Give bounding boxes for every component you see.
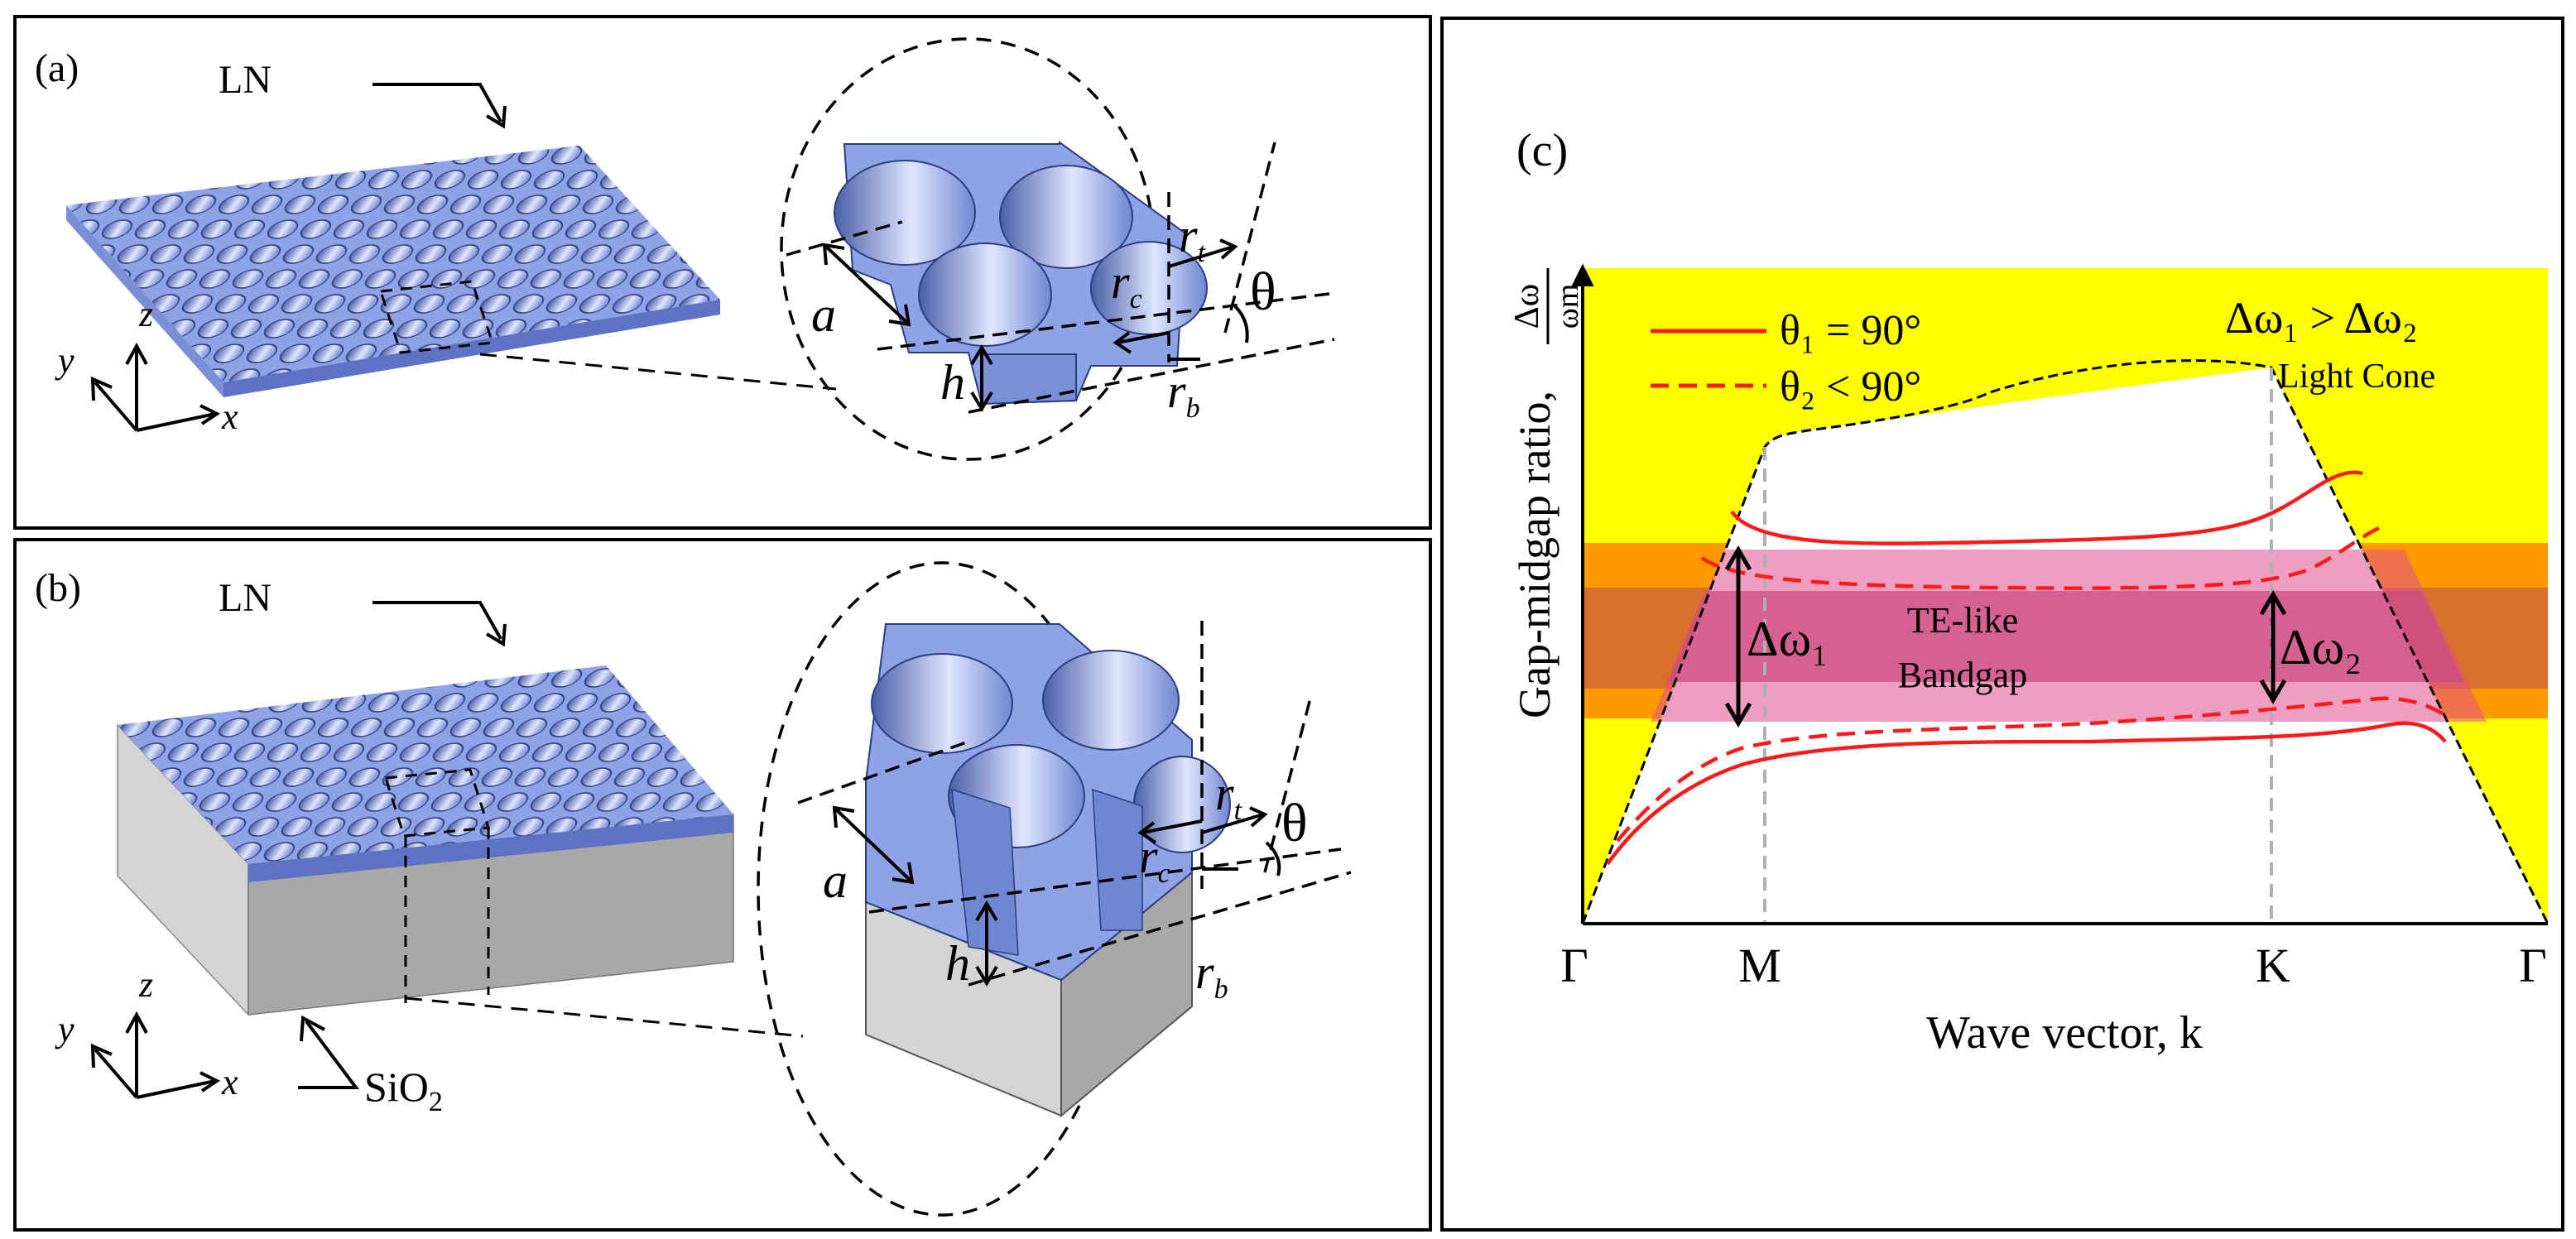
ln-slab-a (66, 146, 720, 397)
x-tick-k: K (2256, 939, 2290, 992)
gap-1-label: Δω₁ (1747, 612, 1829, 666)
param-rt-b: rt (1215, 766, 1243, 826)
ln-pointer-arrow-a (372, 83, 502, 122)
lower-band-theta2 (1616, 696, 2447, 843)
axes-triad-b (90, 1011, 220, 1099)
panel-b-figure: (b) LN z x y SiO2 (35, 561, 1352, 1217)
ln-label-b: LN (219, 576, 272, 620)
y-frac-numerator: Δω (1508, 284, 1546, 329)
axis-y-a: y (55, 340, 74, 381)
upper-band-theta1 (1730, 470, 2363, 545)
gap-relation-label: Δω₁ > Δω₂ (2225, 293, 2418, 343)
axis-z-b: z (138, 964, 153, 1005)
panel-c: (c) θ₁ = 90° θ₂ < 90° Δω₁ > Δω₂ Light Co… (1440, 17, 2564, 1232)
panel-label-a: (a) (35, 46, 79, 90)
lower-band-theta1 (1606, 721, 2447, 866)
ln-film-b (118, 665, 733, 882)
x-tick-m: M (1738, 939, 1781, 992)
param-h-b: h (945, 936, 970, 991)
band-curves (1606, 470, 2447, 866)
panel-label-c: (c) (1516, 125, 1568, 176)
axis-x-a: x (221, 396, 238, 437)
upper-band-theta2 (1700, 522, 2388, 590)
axis-x-b: x (221, 1062, 238, 1102)
sio2-label: SiO2 (364, 1064, 443, 1117)
ln-pointer-arrow-b (372, 601, 502, 640)
axis-z-a: z (138, 294, 153, 334)
unit-cell-b (865, 623, 1231, 1118)
param-rt-a: rt (1179, 209, 1207, 268)
bandgap-label-line2: Bandgap (1898, 655, 2027, 695)
legend-theta1: θ₁ = 90° (1780, 307, 1921, 354)
panel-a-figure: (a) LN z x y (35, 37, 1337, 461)
axes-triad-a (90, 342, 220, 432)
param-a-a: a (811, 287, 836, 342)
sio2-pointer-arrow (298, 1020, 359, 1089)
panel-b: (b) LN z x y SiO2 (13, 538, 1432, 1232)
axis-y-b: y (55, 1009, 74, 1049)
bandgap-label-line1: TE-like (1907, 600, 2018, 641)
y-axis-label-group: Gap-midgap ratio, (1510, 391, 1560, 718)
y-axis-label: Gap-midgap ratio, (1510, 391, 1560, 718)
param-theta-a: θ (1250, 262, 1276, 322)
x-axis-label: Wave vector, k (1926, 1007, 2203, 1059)
x-tick-gamma-2: Γ (2519, 939, 2547, 992)
panel-label-b: (b) (35, 566, 81, 610)
param-rc-b: rc (1139, 829, 1170, 889)
panel-a: (a) LN z x y (13, 15, 1432, 530)
param-rc-a: rc (1111, 255, 1142, 315)
y-frac-denominator: ωm (1550, 284, 1585, 329)
zoom-region-a (379, 280, 495, 354)
ln-label-a: LN (219, 58, 272, 102)
legend-theta2: θ₂ < 90° (1780, 363, 1921, 411)
unit-cell-a (834, 141, 1208, 406)
param-theta-b: θ (1281, 793, 1308, 853)
y-axis-fraction: Δω ωm (1508, 268, 1585, 344)
param-h-a: h (940, 355, 965, 410)
light-cone-label: Light Cone (2278, 358, 2435, 396)
param-a-b: a (823, 853, 848, 908)
light-cone-line (1581, 359, 2550, 924)
param-rb-b: rb (1195, 945, 1228, 1005)
band-diagram: (c) θ₁ = 90° θ₂ < 90° Δω₁ > Δω₂ Light Co… (1508, 125, 2550, 1059)
x-tick-gamma-1: Γ (1560, 939, 1588, 992)
gap-2-label: Δω₂ (2280, 620, 2362, 675)
param-rb-a: rb (1167, 364, 1200, 424)
